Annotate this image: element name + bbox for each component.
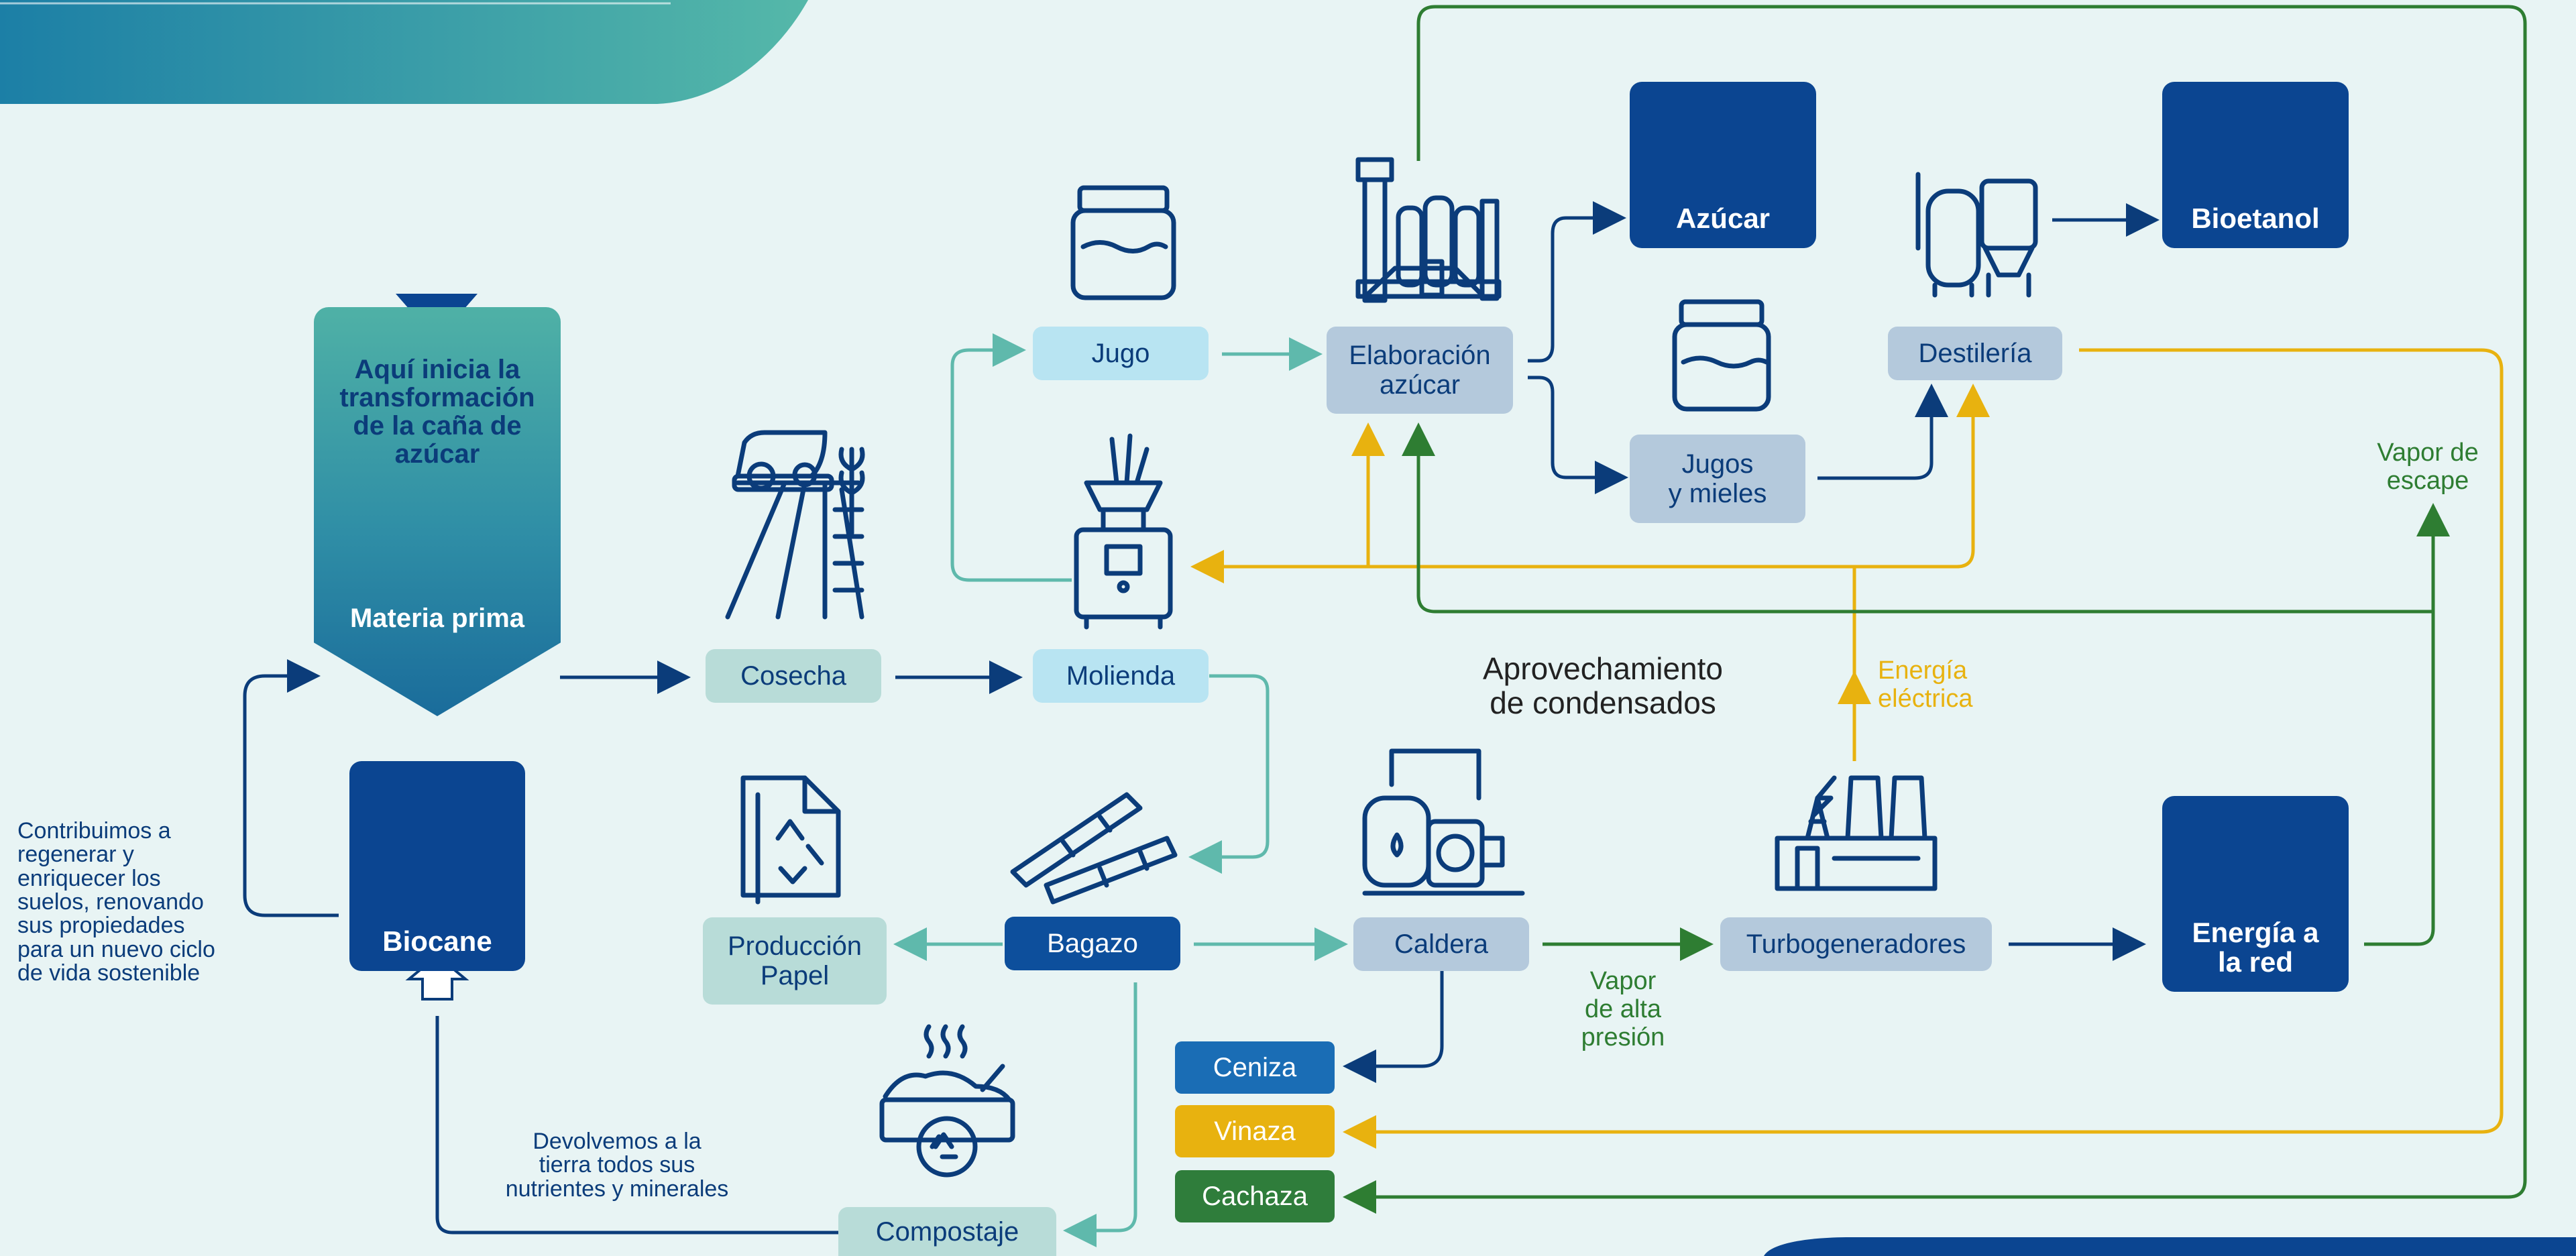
flow-gold-main	[1190, 510, 1975, 583]
flow-vapor-elab	[1402, 422, 2433, 614]
flow-elab-cachaza	[1343, 5, 2527, 1214]
paper-recycle-icon	[740, 775, 841, 905]
power-plant-icon	[1775, 775, 1938, 891]
flow-biocane-materia	[243, 659, 339, 917]
up-arrow-icon	[405, 954, 469, 1001]
flow-molienda-jugo	[950, 333, 1072, 582]
sugar-icon	[1650, 105, 1800, 170]
flow-jugos-destileria	[1817, 384, 1948, 480]
mill-icon	[1074, 433, 1173, 630]
header-banner	[0, 0, 808, 104]
sugarcane-plants-icon	[353, 500, 515, 586]
materia-pointer	[396, 294, 478, 341]
flow-elab-jugos	[1528, 376, 1628, 494]
flow-caldera-ceniza	[1343, 971, 1444, 1083]
flow-compostaje-biocane	[435, 1016, 838, 1235]
transmission-tower-icon	[2204, 819, 2306, 911]
flow-gold-vinaza	[1343, 348, 2504, 1149]
distillery-icon	[1915, 172, 2038, 298]
compost-icon	[879, 1024, 1015, 1178]
flow-molienda-bagazo	[1188, 674, 1270, 874]
flow-elab-azucar	[1528, 201, 1626, 363]
sack-icon	[386, 777, 488, 872]
jar-icon	[1672, 299, 1771, 412]
flow-bagazo-compostaje	[1063, 982, 1137, 1247]
flow-red-vapor	[2364, 503, 2450, 946]
footer-accent	[1764, 1237, 2576, 1256]
fuel-pump-icon	[2214, 98, 2300, 185]
jar-icon	[1070, 185, 1176, 300]
boiler-icon	[1362, 748, 1525, 896]
factory-icon	[1355, 157, 1502, 303]
sugarcane-icon	[1010, 792, 1178, 905]
harvester-icon	[725, 430, 865, 620]
